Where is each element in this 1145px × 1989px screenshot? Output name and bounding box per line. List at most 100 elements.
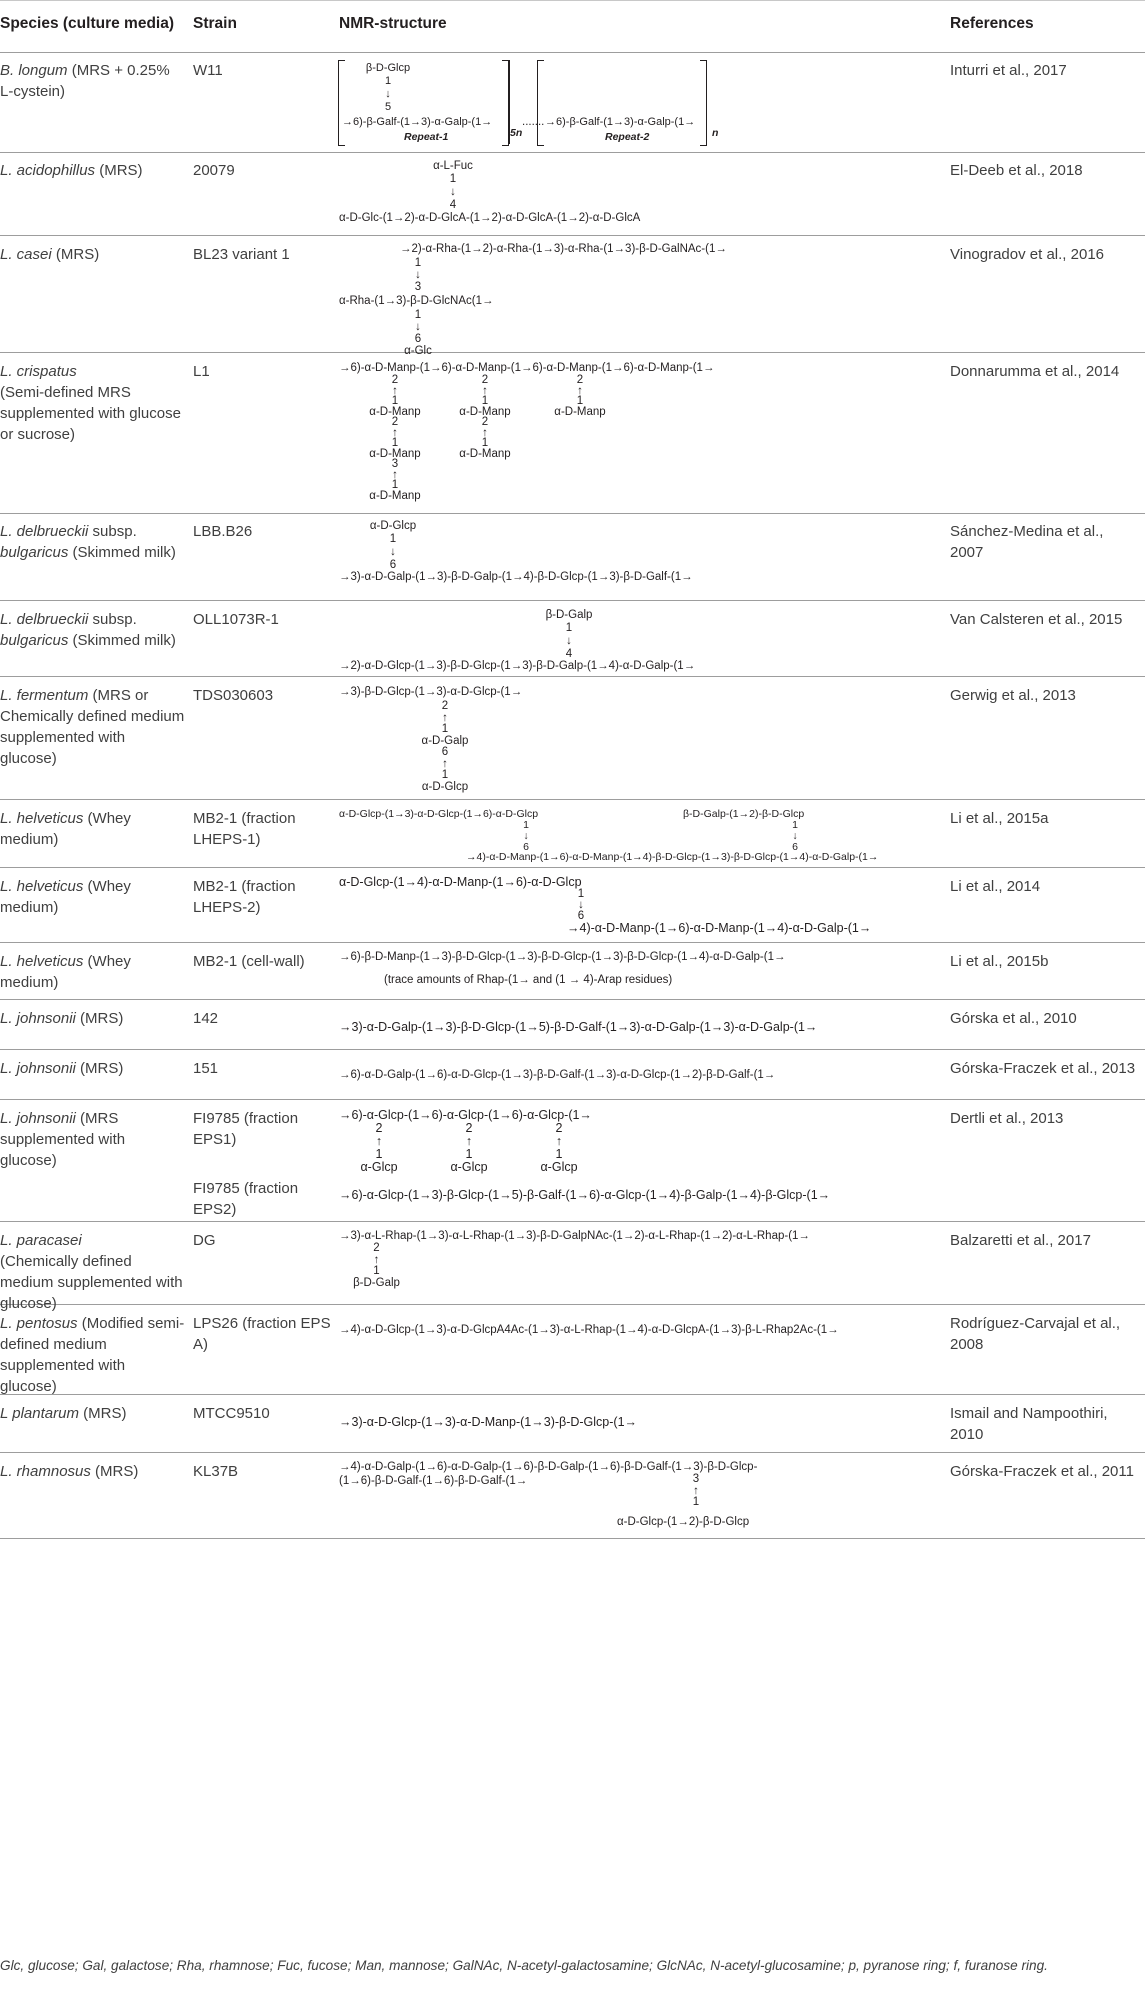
reference-cell: Dertli et al., 2013 (950, 1110, 1064, 1127)
species-media: (Whey medium) (0, 878, 131, 916)
strain-cell: LBB.B26 (193, 523, 253, 540)
species-name: L. helveticus (0, 878, 84, 895)
strain-cell: MB2-1 (cell-wall) (193, 953, 305, 970)
rule (0, 999, 1145, 1000)
rule (0, 513, 1145, 514)
rule (0, 1049, 1145, 1050)
nmr-link: 1 ↓ 6 (792, 819, 798, 853)
species-subsp: subsp. (88, 523, 137, 540)
nmr-link: 1 ↓ 3 (414, 257, 422, 293)
strain-cell: MTCC9510 (193, 1405, 270, 1422)
species-cell: L. crispatus (Semi-defined MRS supplemen… (0, 361, 185, 445)
species-cell: L. helveticus (Whey medium) (0, 876, 185, 918)
nmr-link: 1 ↓ 6 α-Glc (404, 309, 432, 357)
species-media: (MRS or Chemically defined medium supple… (0, 687, 185, 767)
nmr-main-chain-cont: (1→6)-β-D-Galf-(1→6)-β-D-Galf-(1→ (339, 1475, 528, 1487)
rule (0, 52, 1145, 53)
nmr-branch: α-D-Glcp-(1→3)-α-D-Glcp-(1→6)-α-D-Glcp (339, 808, 539, 820)
strain-cell: FI9785 (fraction EPS1) (193, 1110, 299, 1148)
rule (0, 352, 1145, 353)
species-media: (Whey medium) (0, 953, 131, 991)
nmr-main-chain: →2)-α-Rha-(1→2)-α-Rha-(1→3)-α-Rha-(1→3)-… (400, 243, 727, 255)
reference-cell: Balzaretti et al., 2017 (950, 1232, 1091, 1249)
nmr-main-chain: →4)-α-D-Glcp-(1→3)-α-D-GlcpA4Ac-(1→3)-α-… (339, 1324, 839, 1336)
reference-cell: Górska-Fraczek et al., 2013 (950, 1060, 1136, 1077)
species-media: (MRS + 0.25% L-cystein) (0, 62, 170, 100)
strain-cell: BL23 variant 1 (193, 246, 290, 263)
species-name-2: bulgaricus (0, 544, 69, 561)
rule (0, 1304, 1145, 1305)
nmr-branch: 2 ↑ 1 α-D-Manp (554, 374, 606, 418)
species-media: (MRS) (51, 246, 100, 263)
nmr-main-chain: →6)-β-D-Manp-(1→3)-β-D-Glcp-(1→3)-β-D-Gl… (339, 951, 786, 963)
species-cell: L. pentosus (Modified semi-defined mediu… (0, 1313, 185, 1397)
species-name-2: bulgaricus (0, 632, 69, 649)
header-nmr: NMR-structure (339, 15, 447, 32)
nmr-branch: 2 ↑ 1 α-D-Galp 6 ↑ 1 α-D-Glcp (421, 700, 469, 793)
repeat-label: Repeat-2 (605, 131, 650, 143)
nmr-main-chain: →6)-β-Galf-(1→3)-α-Galp-(1→ (545, 116, 696, 128)
species-name: L. johnsonii (0, 1010, 76, 1027)
repeat-bracket-2-cap (537, 60, 544, 146)
species-media: (MRS) (95, 162, 143, 179)
species-name: L. delbrueckii (0, 611, 89, 628)
species-cell: L. delbrueckii subsp. bulgaricus (Skimme… (0, 521, 185, 563)
nmr-main-chain: →4)-α-D-Manp-(1→6)-α-D-Manp-(1→4)-β-D-Gl… (466, 851, 879, 863)
nmr-branch: β-D-Glcp 1 ↓ 5 (365, 62, 411, 113)
reference-cell: Gerwig et al., 2013 (950, 687, 1076, 704)
strain-cell: KL37B (193, 1463, 239, 1480)
nmr-main-chain: →4)-α-D-Manp-(1→6)-α-D-Manp-(1→4)-α-D-Ga… (567, 921, 872, 935)
species-cell: L. delbrueckii subsp. bulgaricus (Skimme… (0, 609, 185, 651)
nmr-branch: 2 ↑ 1 α-D-Manp 2 ↑ 1 α-D-Manp (459, 374, 511, 460)
strain-cell: TDS030603 (193, 687, 274, 704)
species-media: (MRS) (75, 1010, 124, 1027)
rule (0, 1221, 1145, 1222)
nmr-main-chain: →3)-α-D-Galp-(1→3)-β-D-Glcp-(1→5)-β-D-Ga… (339, 1020, 818, 1034)
strain-cell: OLL1073R-1 (193, 611, 279, 628)
header-strain: Strain (193, 15, 237, 32)
nmr-side-chain: α-Rha-(1→3)-β-D-GlcNAc(1→ (339, 295, 494, 307)
nmr-branch: α-D-Glcp-(1→2)-β-D-Glcp (617, 1516, 750, 1528)
reference-cell: Sánchez-Medina et al., 2007 (950, 523, 1104, 561)
species-name: B. longum (0, 62, 68, 79)
species-cell: L. paracasei (Chemically defined medium … (0, 1230, 185, 1314)
nmr-branch: 2 ↑ 1 α-D-Manp 2 ↑ 1 α-D-Manp 3 ↑ 1 α-D-… (369, 374, 421, 502)
reference-cell: Vinogradov et al., 2016 (950, 246, 1105, 263)
species-name: L. delbrueckii (0, 523, 89, 540)
species-name: L plantarum (0, 1405, 79, 1422)
species-name: L. casei (0, 246, 52, 263)
nmr-branch: 2 ↑ 1 α-Glcp (540, 1121, 578, 1174)
species-media: (MRS) (90, 1463, 139, 1480)
species-name: L. helveticus (0, 953, 84, 970)
strain-cell: MB2-1 (fraction LHEPS-1) (193, 810, 296, 848)
species-cell: L. acidophillus (MRS) (0, 160, 185, 181)
strain-cell: MB2-1 (fraction LHEPS-2) (193, 878, 296, 916)
repeat-subscript: 5n (510, 127, 523, 139)
repeat-bracket-2-cap-r (700, 60, 707, 146)
reference-cell: Van Calsteren et al., 2015 (950, 611, 1123, 628)
species-name: L. johnsonii (0, 1060, 76, 1077)
nmr-main-chain-2: →6)-α-Glcp-(1→3)-β-Glcp-(1→5)-β-Galf-(1→… (339, 1188, 831, 1202)
footnote: Glc, glucose; Gal, galactose; Rha, rhamn… (0, 1958, 1048, 1973)
species-cell: L. johnsonii (MRS) (0, 1008, 185, 1029)
species-cell: B. longum (MRS + 0.25% L-cystein) (0, 60, 185, 102)
header-references: References (950, 15, 1034, 32)
reference-cell: Donnarumma et al., 2014 (950, 363, 1120, 380)
nmr-branch: β-D-Galp-(1→2)-β-D-Glcp (683, 808, 805, 820)
strain-cell: DG (193, 1232, 216, 1249)
repeat-bracket-1-cap (338, 60, 345, 146)
species-cell: L plantarum (MRS) (0, 1403, 185, 1424)
reference-cell: Ismail and Nampoothiri, 2010 (950, 1405, 1108, 1443)
header-species: Species (culture media) (0, 15, 175, 32)
nmr-link: 1 ↓ 6 (577, 888, 585, 922)
species-cell: L. rhamnosus (MRS) (0, 1461, 185, 1482)
nmr-main-chain: →2)-α-D-Glcp-(1→3)-β-D-Glcp-(1→3)-β-D-Ga… (339, 660, 696, 672)
rule (0, 942, 1145, 943)
rule (0, 1394, 1145, 1395)
species-name: L. helveticus (0, 810, 84, 827)
strain-cell: 20079 (193, 162, 235, 179)
nmr-branch: 2 ↑ 1 α-Glcp (360, 1121, 398, 1174)
species-name: L. fermentum (0, 687, 89, 704)
repeat-subscript: n (712, 127, 719, 139)
rule (0, 1099, 1145, 1100)
